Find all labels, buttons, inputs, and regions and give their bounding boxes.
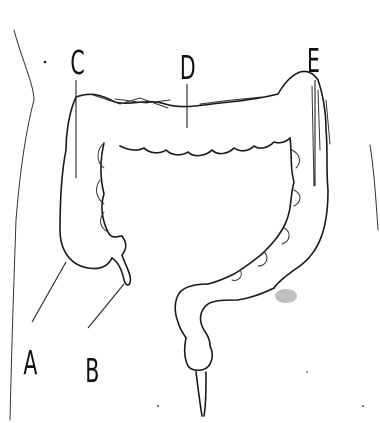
body-outline-right <box>370 145 378 230</box>
label-a: A <box>23 345 37 382</box>
pointer-line-a <box>32 262 66 322</box>
ascending-colon-inner-wall <box>101 143 122 237</box>
shading-smudge <box>275 289 297 303</box>
pointer-line-b <box>88 284 124 328</box>
ink-speck <box>44 61 47 64</box>
appendix <box>112 236 130 285</box>
descending-colon-haustra <box>232 150 300 280</box>
descending-colon-outer <box>274 80 328 288</box>
descending-colon-inner <box>208 138 294 284</box>
label-b: B <box>85 353 99 390</box>
sigmoid-colon <box>175 284 274 346</box>
rectum <box>185 338 213 370</box>
ink-speck <box>362 405 364 407</box>
label-c: C <box>70 45 84 82</box>
label-d: D <box>180 50 196 87</box>
ascending-colon <box>60 97 112 269</box>
ink-speck <box>306 371 308 373</box>
transverse-colon-haustra <box>120 138 290 156</box>
label-e: E <box>307 43 320 80</box>
ink-speck <box>157 405 159 407</box>
anal-canal <box>196 372 206 416</box>
